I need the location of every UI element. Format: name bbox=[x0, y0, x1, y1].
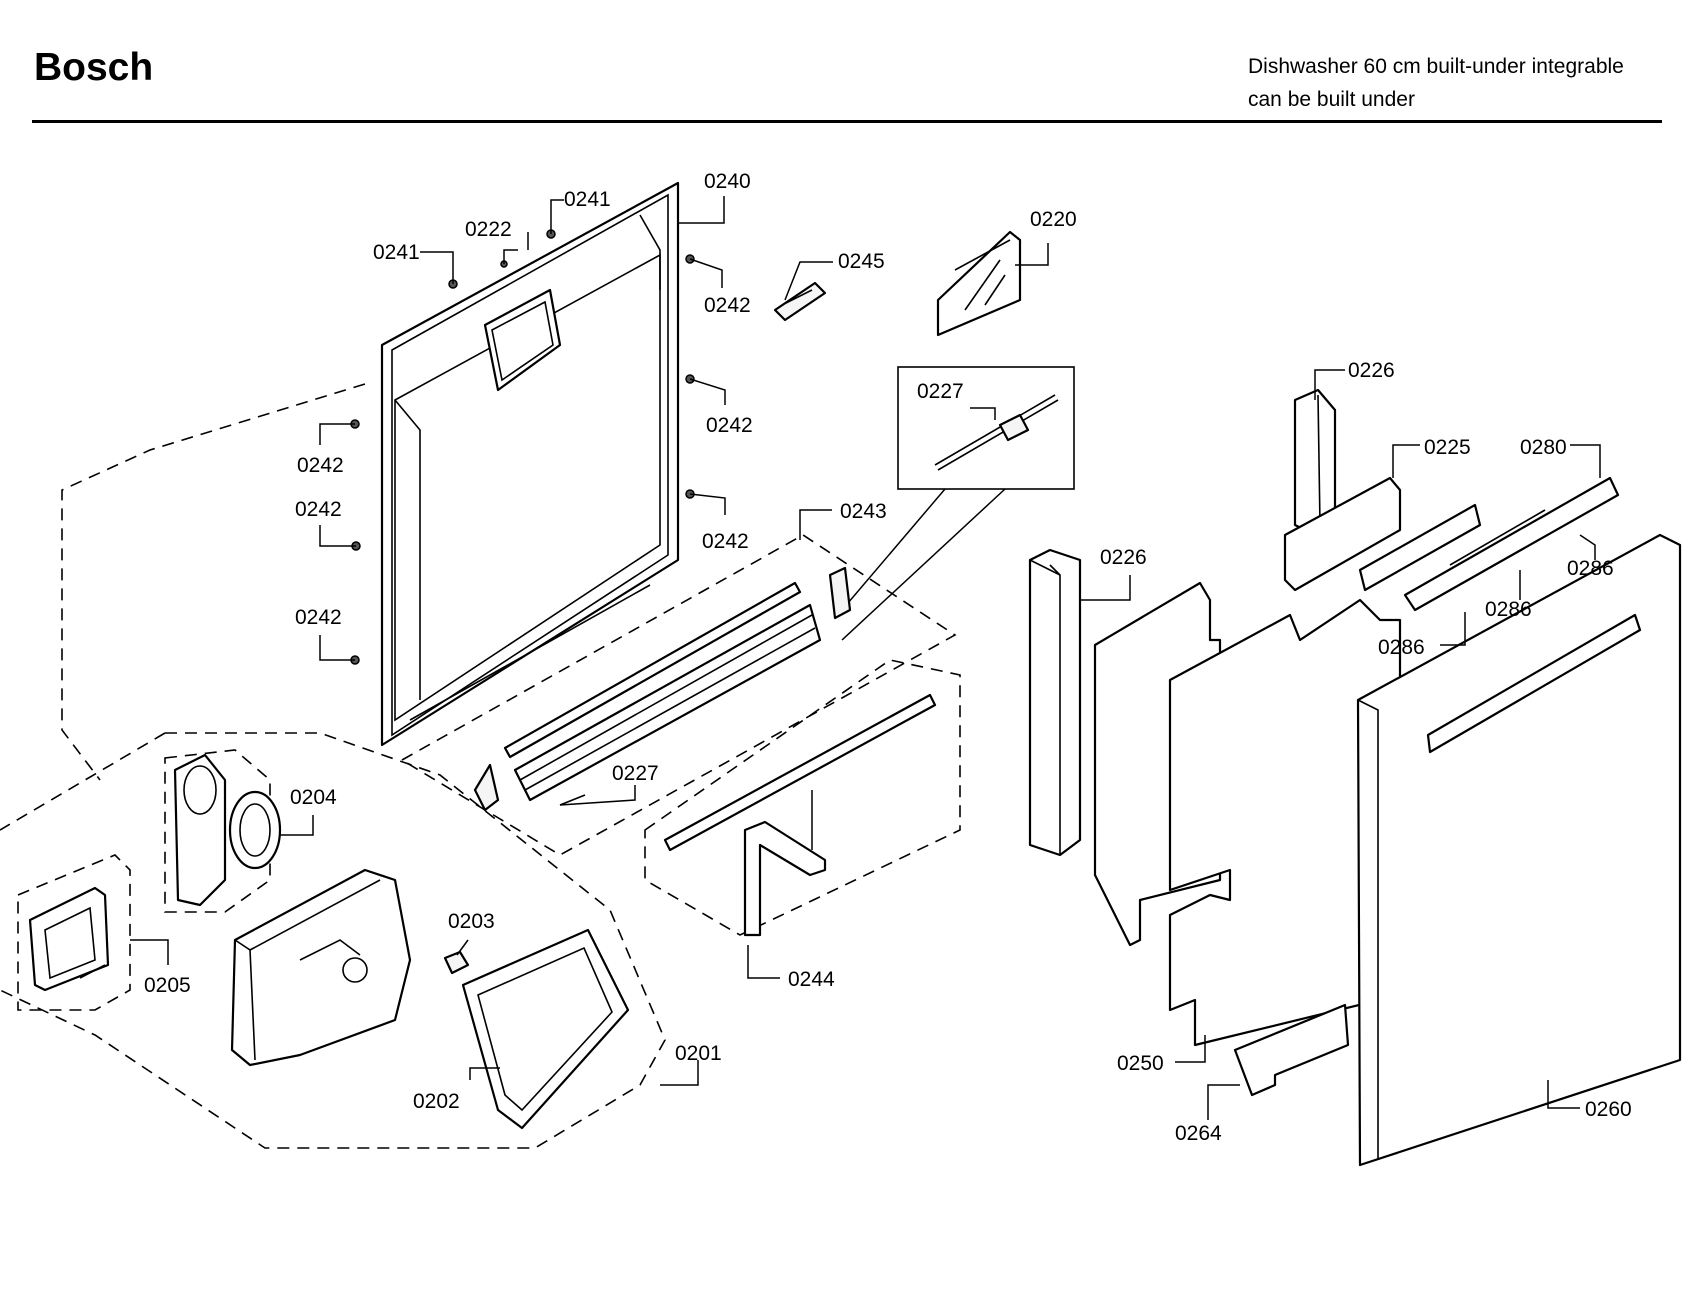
description-line-2: can be built under bbox=[1248, 88, 1415, 111]
hinge-clip bbox=[773, 281, 827, 322]
callout-0242-left-3: 0242 bbox=[295, 606, 342, 629]
callout-0203: 0203 bbox=[448, 910, 495, 933]
control-frame bbox=[461, 928, 630, 1130]
callout-0264: 0264 bbox=[1175, 1122, 1222, 1145]
callout-0242-right-3: 0242 bbox=[702, 530, 749, 553]
side-strip-right bbox=[1293, 388, 1337, 532]
callout-0204: 0204 bbox=[290, 786, 337, 809]
door-handle bbox=[1403, 476, 1620, 612]
description-line-1: Dishwasher 60 cm built-under integrable bbox=[1248, 55, 1624, 78]
small-clip bbox=[443, 950, 470, 975]
callout-0241-left: 0241 bbox=[373, 241, 420, 264]
callout-0280: 0280 bbox=[1520, 436, 1567, 459]
callout-0242-right-2: 0242 bbox=[706, 414, 753, 437]
brand-title: Bosch bbox=[34, 46, 154, 89]
callout-0241-top: 0241 bbox=[564, 188, 611, 211]
callout-0226-right: 0226 bbox=[1348, 359, 1395, 382]
bottom-bracket bbox=[1233, 1003, 1350, 1097]
callout-0222: 0222 bbox=[465, 218, 512, 241]
callout-0243: 0243 bbox=[840, 500, 887, 523]
group-outline-display bbox=[17, 854, 131, 1011]
callout-0286-left: 0286 bbox=[1378, 636, 1425, 659]
header-divider bbox=[32, 120, 1662, 123]
inner-door-frame bbox=[380, 181, 680, 747]
callout-0286-middle: 0286 bbox=[1485, 598, 1532, 621]
callout-0286-right: 0286 bbox=[1567, 557, 1614, 580]
callout-0242-right-1: 0242 bbox=[704, 294, 751, 317]
callout-0220: 0220 bbox=[1030, 208, 1077, 231]
callout-0250: 0250 bbox=[1117, 1052, 1164, 1075]
callout-0242-left-1: 0242 bbox=[297, 454, 344, 477]
leader-lines bbox=[130, 196, 1601, 1120]
callout-0260: 0260 bbox=[1585, 1098, 1632, 1121]
hinge-bar bbox=[473, 566, 852, 812]
callout-0226-left: 0226 bbox=[1100, 546, 1147, 569]
group-outline-control-module bbox=[0, 732, 666, 1149]
callout-0225: 0225 bbox=[1424, 436, 1471, 459]
control-module bbox=[230, 868, 412, 1067]
model-description: Dishwasher 60 cm built-under integrable … bbox=[1248, 50, 1624, 116]
side-strip-left bbox=[1028, 548, 1082, 857]
callout-labels: 0240 0241 0241 0222 0245 0220 0242 0242 … bbox=[144, 170, 1632, 1145]
front-door bbox=[1356, 533, 1682, 1167]
top-cover bbox=[936, 230, 1022, 337]
callout-0205: 0205 bbox=[144, 974, 191, 997]
detail-inset bbox=[841, 366, 1075, 641]
display-module bbox=[28, 886, 110, 992]
callout-0227-inset: 0227 bbox=[917, 380, 964, 403]
panel-parts bbox=[173, 753, 282, 907]
top-rail bbox=[1283, 476, 1482, 592]
callout-0240: 0240 bbox=[704, 170, 751, 193]
group-outline-control-left bbox=[0, 732, 166, 831]
callout-0227-bottom: 0227 bbox=[612, 762, 659, 785]
door-rail bbox=[663, 693, 937, 937]
group-outline-hinge-bar bbox=[400, 534, 957, 856]
callout-0202: 0202 bbox=[413, 1090, 460, 1113]
callout-0242-left-2: 0242 bbox=[295, 498, 342, 521]
callout-0244: 0244 bbox=[788, 968, 835, 991]
group-outline-panel-parts bbox=[164, 749, 271, 913]
group-outline-door-rail bbox=[644, 659, 961, 936]
callout-0245: 0245 bbox=[838, 250, 885, 273]
door-panel bbox=[1168, 598, 1402, 1047]
callout-0201: 0201 bbox=[675, 1042, 722, 1065]
group-outline-inner-door bbox=[61, 383, 366, 781]
